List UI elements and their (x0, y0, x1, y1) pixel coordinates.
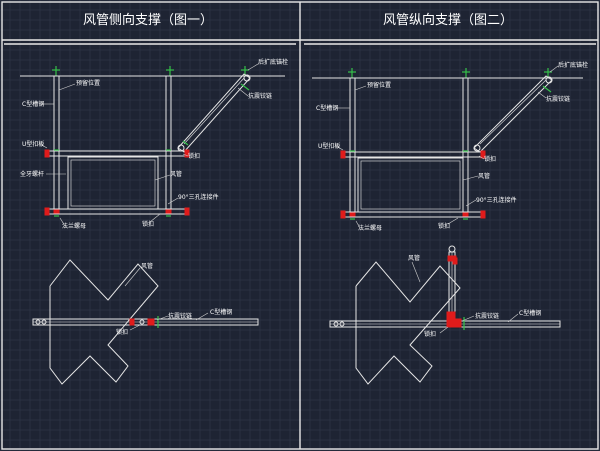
right-elevation: 预留位置 C型槽钢 后扩底锚栓 抗震铰链 U型扣板 锁扣 风管 90°三孔连接件… (312, 61, 588, 232)
left-elevation: 预留位置 C型槽钢 后扩底锚栓 抗震铰链 U型扣板 锁扣 全牙螺杆 风管 90°… (20, 58, 288, 230)
label-expansion-bolt-left: 后扩底锚栓 (258, 58, 288, 66)
label-pipe-clamp-right: 锁扣 (438, 222, 450, 230)
label-duct2-right: 风管 (408, 254, 420, 262)
label-position-left: 预留位置 (76, 79, 100, 87)
rod-right-b (462, 77, 469, 217)
lower-channel-right (342, 211, 484, 218)
label-duct-right: 风管 (478, 172, 490, 180)
label-pipe-clamp-left: 锁扣 (142, 220, 154, 228)
label-clamp-right: 锁扣 (484, 155, 496, 163)
label-channel-left: C型槽钢 (22, 100, 44, 108)
label-lock-nut-left: 法兰螺母 (62, 222, 86, 230)
label-duct2-left: 风管 (141, 262, 153, 270)
label-position-right: 预留位置 (367, 81, 391, 89)
left-panel-title: 风管侧向支撑（图一） (83, 12, 213, 28)
hinge-top-left (243, 74, 251, 82)
right-plan: 风管 抗震铰链 C型槽钢 锁扣 (329, 245, 561, 385)
label-anti-hinge2-right: 抗震铰链 (475, 312, 499, 320)
label-u-clamp-right: U型扣板 (318, 142, 340, 150)
label-anchor-hinge-left: 抗震铰链 (248, 92, 272, 100)
left-plan: 风管 抗震铰链 C型槽钢 锁扣 (32, 259, 259, 385)
red-fitting (44, 149, 50, 158)
rod-left-a (53, 75, 60, 213)
label-u-clamp-left: U型扣板 (22, 140, 44, 148)
label-channel2-right: C型槽钢 (519, 309, 541, 317)
label-thread-rod-left: 全牙螺杆 (20, 170, 44, 178)
label-clamp2-right: 锁扣 (424, 330, 436, 338)
label-three-hole-left: 90°三孔连接件 (178, 193, 219, 201)
label-anti-hinge2-left: 抗震铰链 (168, 312, 192, 320)
duct-box-left (67, 156, 159, 210)
label-lock-nut-right: 法兰螺母 (358, 224, 382, 232)
label-anchor-hinge-right: 抗震铰链 (546, 95, 570, 103)
rod-right-a (349, 77, 356, 217)
upper-channel-right (342, 151, 484, 158)
label-channel2-left: C型槽钢 (210, 308, 232, 316)
label-duct-left: 风管 (170, 170, 182, 178)
label-channel-right: C型槽钢 (316, 104, 338, 112)
label-expansion-bolt-right: 后扩底锚栓 (558, 61, 588, 69)
right-panel-title: 风管纵向支撑（图二） (383, 12, 513, 28)
label-clamp2-left: 锁扣 (116, 328, 128, 336)
label-three-hole-right: 90°三孔连接件 (476, 196, 517, 204)
label-clamp-left: 锁扣 (188, 152, 200, 160)
